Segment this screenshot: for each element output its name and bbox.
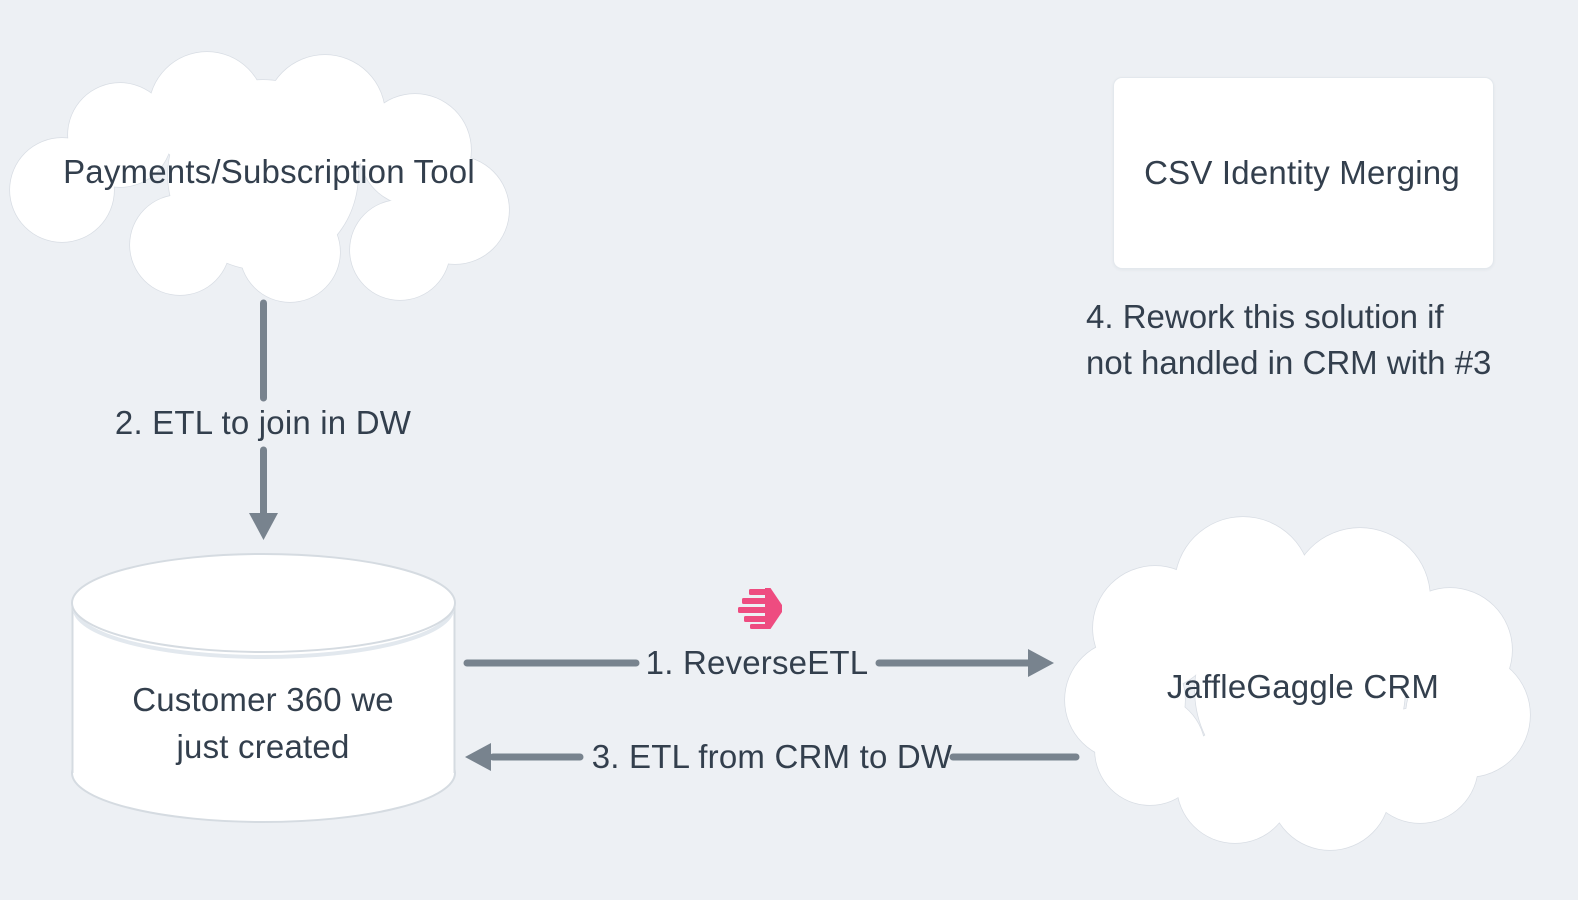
arrow-reverse-etl	[463, 649, 1054, 677]
crm-cloud-label: JaffleGaggle CRM	[1166, 668, 1440, 705]
edge-label-reverse-etl: 1. ReverseETL	[645, 644, 869, 681]
arrow-etl-from-crm	[465, 743, 1080, 771]
csv-box-label: CSV Identity Merging	[1144, 154, 1460, 191]
hightouch-logo-icon	[738, 588, 782, 629]
payments-cloud-label: Payments/Subscription Tool	[63, 153, 475, 190]
warehouse-cylinder-shape	[71, 553, 456, 823]
note-4-line2: not handled in CRM with #3	[1086, 344, 1492, 381]
note-4: 4. Rework this solution if not handled i…	[1086, 294, 1491, 386]
warehouse-cylinder-label: Customer 360 we just created	[132, 676, 394, 770]
edge-label-etl-from-crm: 3. ETL from CRM to DW	[591, 738, 953, 775]
warehouse-label-line1: Customer 360 we	[132, 681, 394, 718]
csv-identity-merging-box	[1113, 77, 1494, 269]
payments-cloud-shape	[9, 51, 510, 303]
note-4-line1: 4. Rework this solution if	[1086, 298, 1444, 335]
edge-label-etl-join: 2. ETL to join in DW	[114, 404, 412, 441]
arrow-etl-join	[249, 299, 278, 540]
warehouse-label-line2: just created	[176, 728, 350, 765]
crm-cloud-shape	[1064, 516, 1531, 851]
